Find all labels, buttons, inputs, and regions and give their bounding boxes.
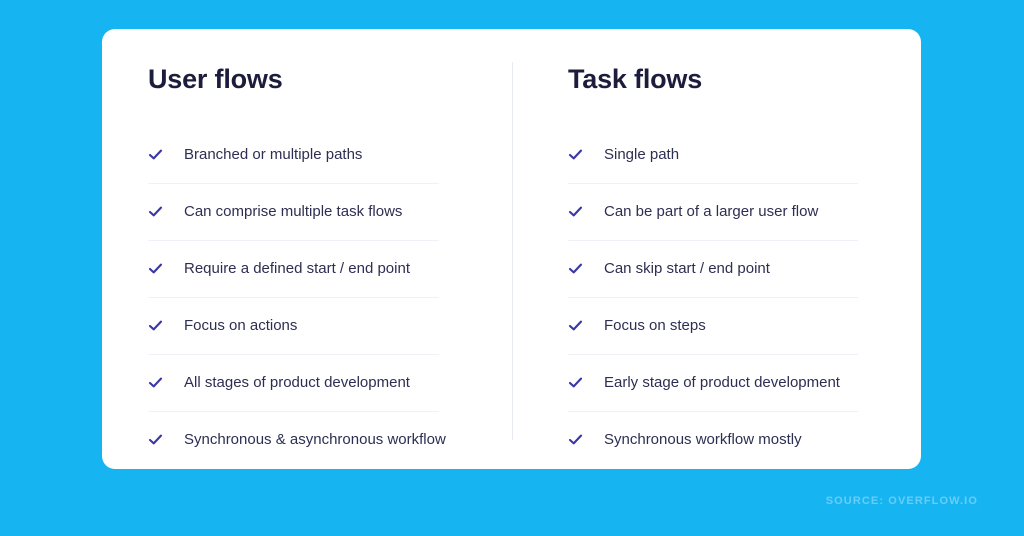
list-item-label: Require a defined start / end point xyxy=(184,259,410,277)
list-item-label: Branched or multiple paths xyxy=(184,145,363,163)
list-item: Early stage of product development xyxy=(568,354,858,411)
check-icon xyxy=(568,261,583,276)
list-item: Require a defined start / end point xyxy=(148,240,439,297)
check-icon xyxy=(148,318,163,333)
columns-container: User flows Branched or multiple paths xyxy=(102,29,921,469)
list-item: Synchronous workflow mostly xyxy=(568,411,858,468)
list-item-label: Focus on actions xyxy=(184,316,298,334)
check-icon xyxy=(568,432,583,447)
list-item-label: Single path xyxy=(604,145,680,163)
list-item-label: Early stage of product development xyxy=(604,373,840,391)
column-title-task-flows: Task flows xyxy=(568,64,703,94)
list-item-label: All stages of product development xyxy=(184,373,410,391)
list-item: Focus on steps xyxy=(568,297,858,354)
column-task-flows: Task flows Single path xyxy=(512,29,921,469)
check-icon xyxy=(148,375,163,390)
list-item: Can skip start / end point xyxy=(568,240,858,297)
list-item-label: Synchronous workflow mostly xyxy=(604,430,802,448)
check-icon xyxy=(148,204,163,219)
list-item: Focus on actions xyxy=(148,297,439,354)
list-item: Branched or multiple paths xyxy=(148,126,439,183)
task-flows-list: Single path Can be part of a larger user… xyxy=(568,126,921,468)
list-item-label: Synchronous & asynchronous workflow xyxy=(184,430,446,448)
list-item: Can be part of a larger user flow xyxy=(568,183,858,240)
source-attribution: SOURCE: OVERFLOW.IO xyxy=(825,495,978,507)
list-item: Single path xyxy=(568,126,858,183)
check-icon xyxy=(148,261,163,276)
user-flows-list: Branched or multiple paths Can comprise … xyxy=(148,126,512,468)
check-icon xyxy=(568,204,583,219)
list-item-label: Focus on steps xyxy=(604,316,706,334)
check-icon xyxy=(568,147,583,162)
column-divider xyxy=(512,62,513,440)
list-item-label: Can skip start / end point xyxy=(604,259,770,277)
check-icon xyxy=(148,147,163,162)
list-item: Synchronous & asynchronous workflow xyxy=(148,411,446,468)
comparison-card: User flows Branched or multiple paths xyxy=(102,29,921,469)
column-user-flows: User flows Branched or multiple paths xyxy=(102,29,512,469)
check-icon xyxy=(568,318,583,333)
column-title-user-flows: User flows xyxy=(148,64,283,94)
check-icon xyxy=(568,375,583,390)
list-item: Can comprise multiple task flows xyxy=(148,183,439,240)
check-icon xyxy=(148,432,163,447)
list-item-label: Can be part of a larger user flow xyxy=(604,202,819,220)
list-item-label: Can comprise multiple task flows xyxy=(184,202,403,220)
list-item: All stages of product development xyxy=(148,354,439,411)
